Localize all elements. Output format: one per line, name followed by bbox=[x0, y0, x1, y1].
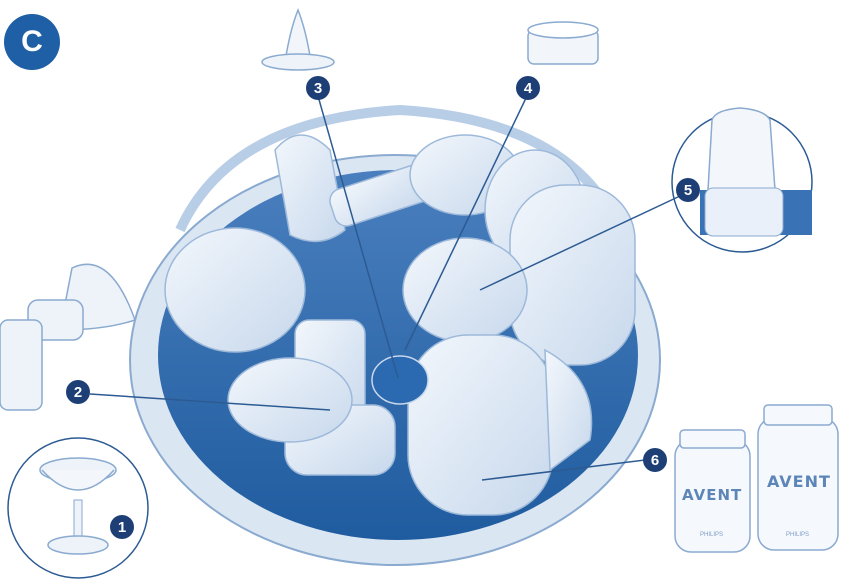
bottle-maker-small: PHILIPS bbox=[700, 532, 723, 538]
callout-4-marker: 4 bbox=[516, 76, 540, 100]
valve-inset bbox=[8, 438, 148, 578]
section-label-badge: C bbox=[4, 14, 60, 70]
screw-ring-item bbox=[528, 22, 598, 64]
bottle-maker-large: PHILIPS bbox=[786, 532, 809, 538]
callout-6-marker: 6 bbox=[643, 448, 667, 472]
callout-5-marker: 5 bbox=[676, 178, 700, 202]
callout-2-marker: 2 bbox=[66, 380, 90, 404]
bottle-brand-small: AVENT bbox=[682, 486, 742, 504]
bottle-brand-large: AVENT bbox=[767, 472, 831, 491]
callout-1-marker: 1 bbox=[110, 515, 134, 539]
teat-item bbox=[262, 10, 334, 70]
callout-3-marker: 3 bbox=[306, 76, 330, 100]
